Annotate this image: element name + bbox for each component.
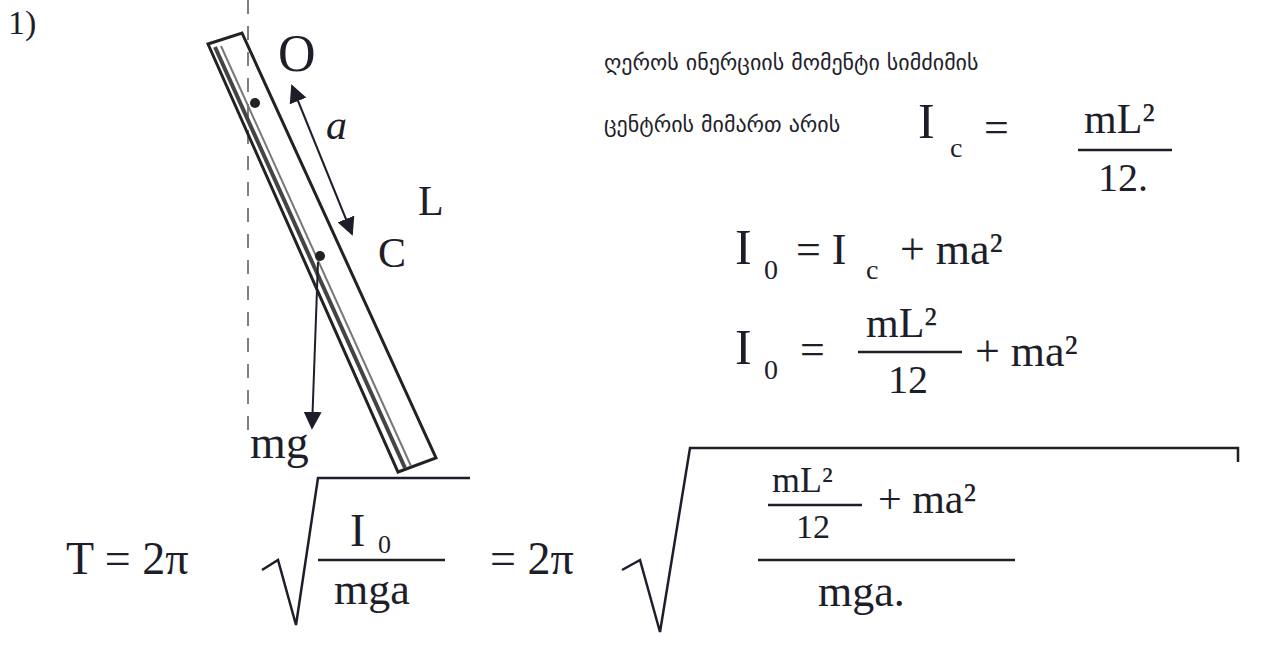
formula-operator: = [984, 106, 1009, 150]
formula-symbol: I [735, 322, 752, 372]
formula-denominator: 12 [796, 510, 830, 544]
formula-text: T = 2π [66, 536, 188, 582]
formula-text: = 2π [490, 536, 574, 582]
fraction-bar [768, 504, 862, 507]
formula-numerator: mL² [866, 302, 937, 344]
pivot-dot [250, 98, 260, 108]
center-dot [315, 251, 325, 261]
formula-denominator: mga. [818, 570, 905, 614]
formula-subscript: c [950, 134, 962, 162]
sqrt-sign [622, 448, 1238, 632]
fraction-bar [858, 351, 962, 354]
dimension-label: L [418, 180, 444, 222]
formula-symbol: I [735, 222, 752, 272]
rod-shading [215, 47, 405, 468]
formula-text: + ma² [900, 228, 1003, 272]
formula-numerator: mL² [1084, 98, 1155, 140]
formula-denominator: mga [334, 568, 410, 612]
point-label: O [278, 28, 316, 80]
formula-denominator: 12. [1098, 158, 1148, 198]
item-number: 1) [8, 6, 36, 40]
formula-symbol: I [918, 96, 935, 146]
formula-text: = I [796, 228, 846, 272]
rod [208, 33, 436, 472]
note-text: ცენტრის მიმართ არის [604, 114, 840, 136]
formula-subscript: 0 [764, 356, 778, 384]
formula-denominator: 12 [888, 360, 928, 400]
force-arrow [312, 262, 318, 428]
formula-symbol: I [350, 508, 365, 554]
formula-subscript: 0 [764, 256, 778, 284]
formula-text: + ma² [975, 330, 1078, 374]
force-label: mg [250, 420, 309, 466]
rod-shading [221, 46, 411, 466]
dimension-label: a [326, 104, 347, 146]
formula-numerator: mL² [772, 462, 833, 498]
formula-operator: = [800, 328, 825, 372]
formula-subscript: 0 [378, 532, 391, 558]
fraction-bar [758, 559, 1015, 562]
distance-arrow [292, 86, 352, 234]
sqrt-sign [262, 478, 470, 625]
formula-text: + ma² [878, 478, 976, 520]
note-text: ღეროს ინერციის მომენტი სიმძიმის [604, 52, 979, 74]
vertical-line [247, 0, 249, 440]
point-label: C [378, 232, 406, 274]
formula-subscript: c [866, 256, 878, 284]
fraction-bar [1078, 149, 1172, 152]
fraction-bar [318, 559, 445, 562]
